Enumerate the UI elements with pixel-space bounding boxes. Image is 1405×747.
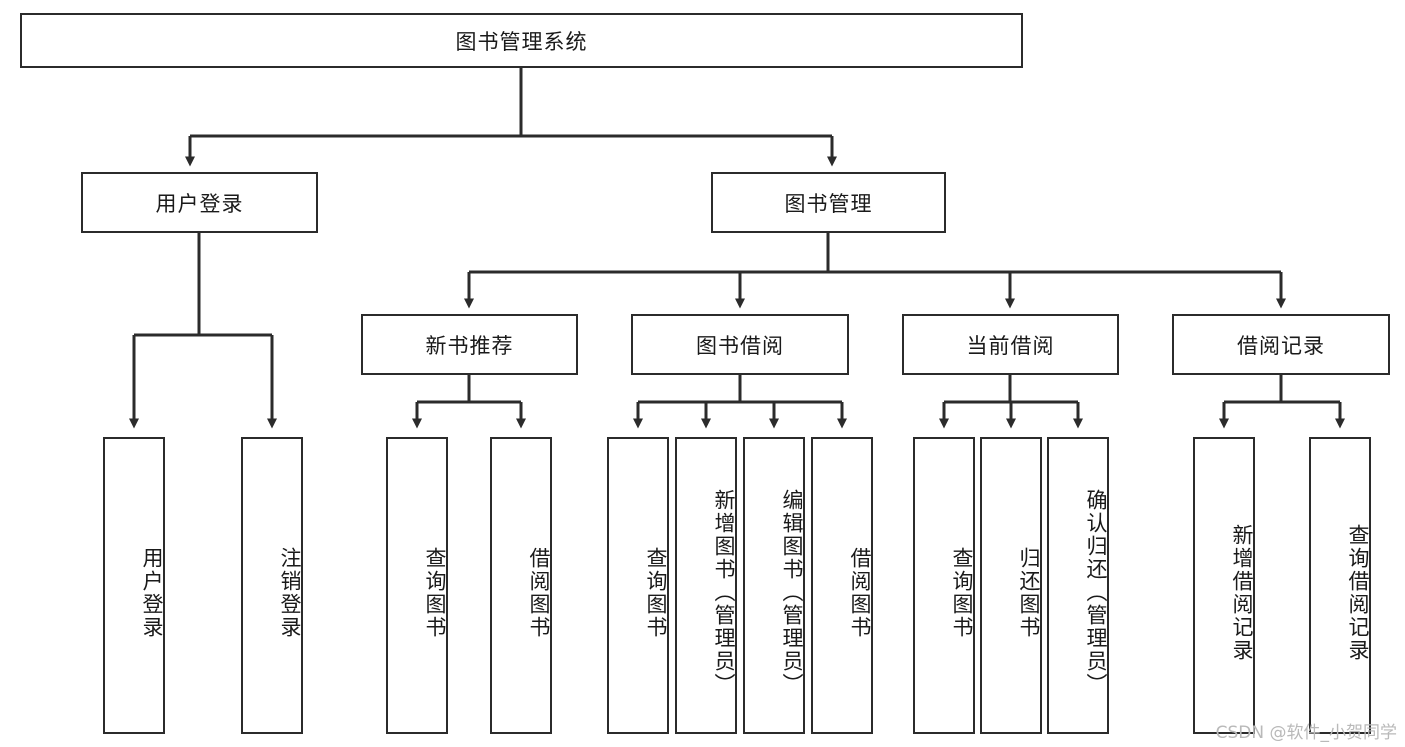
node-borrow-record[interactable]: 借阅记录 — [1172, 314, 1390, 375]
csdn-watermark: CSDN @软件_小贺同学 — [1215, 723, 1397, 743]
leaf-add-book-label: 新增图书（管理员） — [712, 489, 736, 696]
leaf-user-login[interactable]: 用户登录 — [103, 437, 165, 734]
node-book-borrow-label: 图书借阅 — [696, 333, 784, 358]
leaf-query-record[interactable]: 查询借阅记录 — [1309, 437, 1371, 734]
leaf-add-book[interactable]: 新增图书（管理员） — [675, 437, 737, 734]
node-root-label: 图书管理系统 — [455, 29, 588, 54]
node-root[interactable]: 图书管理系统 — [20, 13, 1023, 68]
leaf-query-book-1[interactable]: 查询图书 — [386, 437, 448, 734]
node-current-borrow[interactable]: 当前借阅 — [902, 314, 1119, 375]
node-book-borrow[interactable]: 图书借阅 — [631, 314, 849, 375]
leaf-query-book-3[interactable]: 查询图书 — [913, 437, 975, 734]
leaf-query-book-2[interactable]: 查询图书 — [607, 437, 669, 734]
leaf-logout-login-label: 注销登录 — [278, 546, 302, 639]
node-book-manage[interactable]: 图书管理 — [711, 172, 946, 233]
leaf-add-record[interactable]: 新增借阅记录 — [1193, 437, 1255, 734]
leaf-edit-book[interactable]: 编辑图书（管理员） — [743, 437, 805, 734]
leaf-confirm-return-label: 确认归还（管理员） — [1084, 489, 1108, 696]
leaf-borrow-book-1[interactable]: 借阅图书 — [490, 437, 552, 734]
leaf-borrow-book-1-label: 借阅图书 — [527, 546, 551, 639]
node-new-book-recommend[interactable]: 新书推荐 — [361, 314, 578, 375]
leaf-confirm-return[interactable]: 确认归还（管理员） — [1047, 437, 1109, 734]
leaf-query-book-2-label: 查询图书 — [644, 546, 668, 639]
leaf-query-book-1-label: 查询图书 — [423, 546, 447, 639]
node-user-login[interactable]: 用户登录 — [81, 172, 318, 233]
leaf-user-login-label: 用户登录 — [140, 546, 164, 639]
leaf-query-book-3-label: 查询图书 — [950, 546, 974, 639]
leaf-edit-book-label: 编辑图书（管理员） — [780, 489, 804, 696]
leaf-return-book-label: 归还图书 — [1017, 546, 1041, 639]
leaf-borrow-book-2-label: 借阅图书 — [848, 546, 872, 639]
leaf-return-book[interactable]: 归还图书 — [980, 437, 1042, 734]
leaf-query-record-label: 查询借阅记录 — [1346, 523, 1370, 662]
leaf-add-record-label: 新增借阅记录 — [1230, 523, 1254, 662]
node-book-manage-label: 图书管理 — [784, 191, 873, 216]
node-borrow-record-label: 借阅记录 — [1237, 333, 1325, 358]
node-user-login-label: 用户登录 — [155, 191, 244, 216]
leaf-borrow-book-2[interactable]: 借阅图书 — [811, 437, 873, 734]
node-new-book-recommend-label: 新书推荐 — [425, 333, 514, 358]
leaf-logout-login[interactable]: 注销登录 — [241, 437, 303, 734]
node-current-borrow-label: 当前借阅 — [966, 333, 1055, 358]
